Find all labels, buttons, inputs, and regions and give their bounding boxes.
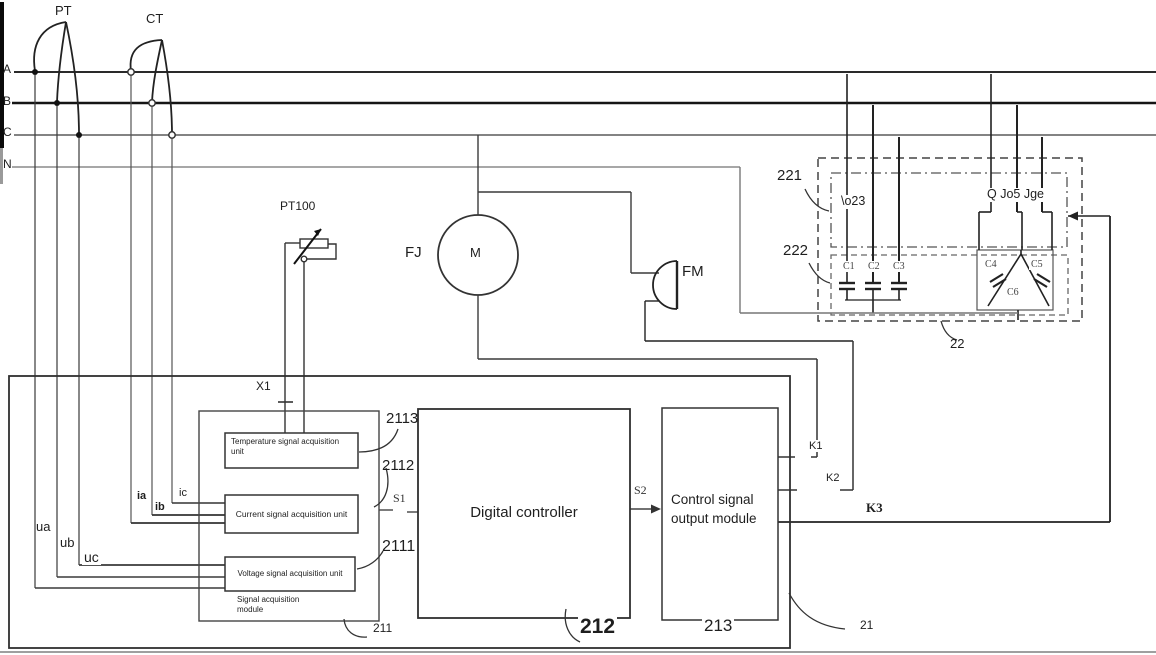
bank-left-group-label: \o23: [839, 194, 868, 209]
ct-secondary-wires: [130, 76, 225, 524]
uc-label: uc: [82, 549, 101, 566]
temperature-unit-box: [224, 432, 359, 469]
k-contact-wires: [778, 211, 1111, 523]
cap-c5-label: C5: [1029, 259, 1045, 270]
bank-22-box: [817, 157, 1083, 322]
x1-terminal-label: X1: [256, 379, 271, 393]
fm-label: FM: [682, 263, 704, 280]
s2-label: S2: [634, 483, 647, 497]
digital-controller-box: [417, 408, 631, 619]
ct-transformer-symbol: [129, 39, 173, 135]
bus-a-label: A: [3, 62, 12, 76]
pt-tap-b-dot: [54, 100, 60, 106]
reference-leaders: [343, 188, 958, 643]
ic-label: ic: [177, 487, 189, 500]
motor-m-label: M: [470, 245, 481, 260]
k1-label: K1: [807, 440, 825, 453]
ct-tap-b-circle: [148, 99, 156, 107]
digital-controller-label: Digital controller: [470, 504, 578, 522]
ref-2112-label: 2112: [382, 457, 415, 474]
delta-cap-box: [976, 249, 1054, 311]
acquisition-module-label: Signal acquisition module: [237, 595, 300, 614]
ia-label: ia: [135, 490, 149, 503]
bus-c-label: C: [3, 125, 12, 139]
ua-label: ua: [36, 519, 51, 534]
pt-tap-c-dot: [76, 132, 82, 138]
ref-2113-label: 2113: [386, 410, 419, 427]
bank-222-box: [830, 254, 1069, 316]
ref-213-label: 213: [702, 616, 735, 636]
temperature-unit-label: Temperature signal acquisition unit: [231, 437, 340, 456]
pt100-label: PT100: [280, 199, 316, 213]
ct-tap-a-circle: [127, 68, 135, 76]
fm-alarm-symbol: [644, 260, 853, 342]
cap-c4-label: C4: [983, 259, 999, 270]
voltage-unit-box: [224, 556, 356, 592]
cap-c1-label: C1: [841, 261, 857, 272]
current-unit-label: Current signal acquisition unit: [235, 508, 348, 519]
pt-tap-a-dot: [32, 69, 38, 75]
s1-label: S1: [391, 491, 408, 506]
voltage-unit-label: Voltage signal acquisition unit: [237, 569, 343, 578]
ref-212-label: 212: [578, 615, 618, 639]
current-unit-box: [224, 494, 359, 534]
k3-label: K3: [866, 500, 883, 515]
bank-221-box: [830, 172, 1068, 248]
pt100-sensor-symbol: [278, 228, 337, 433]
ref-211-label: 211: [371, 621, 395, 636]
scan-edge-bar-faded: [0, 148, 3, 184]
motor-wires: [477, 135, 817, 360]
k2-label: K2: [824, 472, 842, 485]
cap-c6-label: C6: [1007, 287, 1019, 298]
device-21-box: [8, 375, 791, 649]
bus-b-label: B: [3, 94, 12, 108]
pt-transformer-symbol: [33, 21, 80, 135]
bus-n-label: N: [3, 157, 12, 171]
ub-label: ub: [60, 535, 75, 550]
acquisition-module-box: [198, 410, 380, 622]
cap-c3-label: C3: [891, 261, 907, 272]
cap-c2-label: C2: [866, 261, 882, 272]
fj-label: FJ: [405, 244, 422, 261]
ref-22-label: 22: [950, 336, 965, 351]
scan-edge-bar: [0, 2, 4, 148]
ib-label: ib: [153, 501, 167, 514]
ref-21-label: 21: [860, 618, 874, 632]
output-module-label: Control signal output module: [671, 492, 757, 526]
ref-2111-label: 2111: [382, 538, 416, 555]
pt-label: PT: [55, 3, 72, 18]
cap-group-left: [839, 74, 907, 313]
pt-secondary-wires: [34, 75, 225, 589]
signal-links: [379, 504, 661, 514]
ct-label: CT: [146, 11, 164, 26]
neutral-feed-wire: [739, 167, 1018, 314]
bank-right-group-label: Q Jo5 Jge: [985, 187, 1046, 202]
ref-222-label: 222: [783, 242, 809, 259]
ct-tap-c-circle: [168, 131, 176, 139]
ref-221-label: 221: [777, 167, 803, 184]
